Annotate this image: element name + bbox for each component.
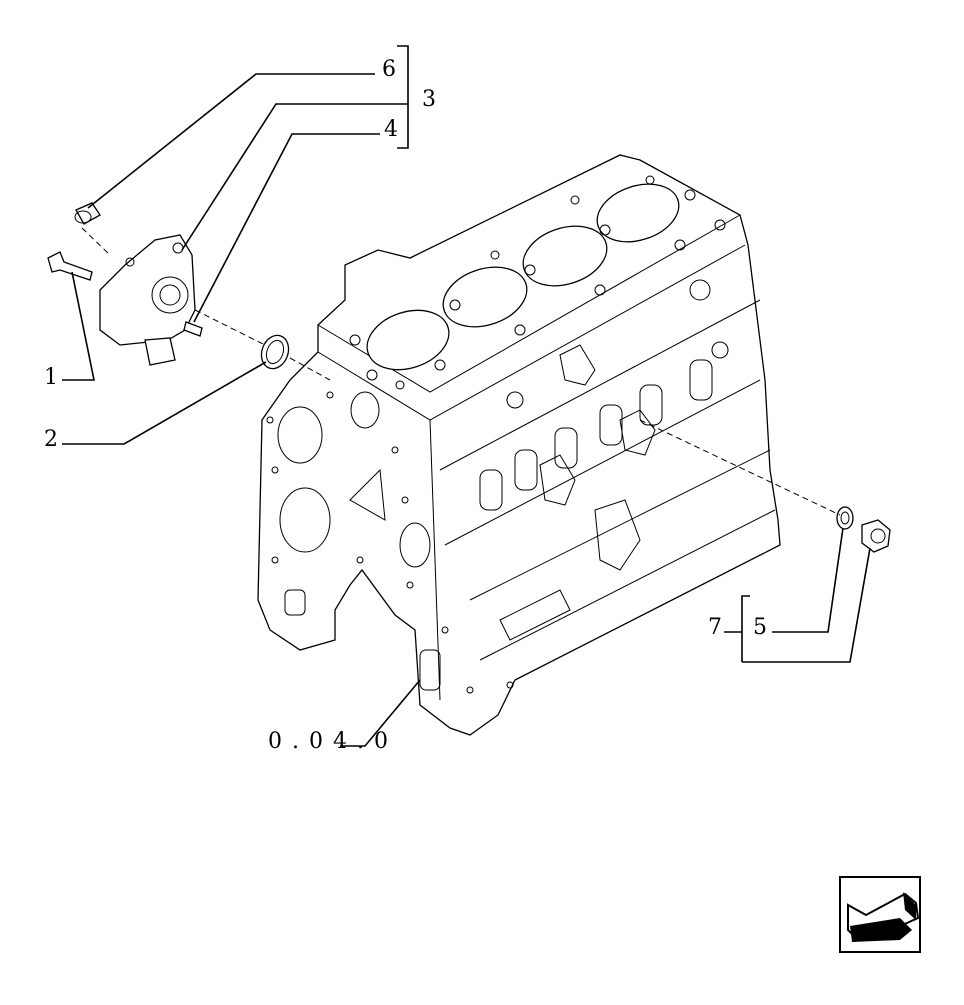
washer-part <box>836 506 854 530</box>
reference-label: 0.04.0 <box>268 729 398 754</box>
plug-part <box>861 519 891 553</box>
bolt-part <box>47 251 93 281</box>
sealing-ring <box>260 334 290 370</box>
nav-arrow-button[interactable] <box>839 876 921 953</box>
callout-3: 3 <box>422 87 436 112</box>
cap-part <box>74 202 101 225</box>
arrow-icon <box>847 892 920 942</box>
callout-5: 5 <box>753 615 767 640</box>
leader-lines <box>62 45 871 747</box>
callout-2: 2 <box>44 427 58 452</box>
callout-1: 1 <box>44 365 58 390</box>
engine-block <box>257 154 781 736</box>
callout-6: 6 <box>382 57 396 82</box>
callout-4: 4 <box>384 117 398 142</box>
thermostat-housing <box>99 234 196 366</box>
callout-7: 7 <box>708 615 722 640</box>
pin-part <box>183 321 203 337</box>
